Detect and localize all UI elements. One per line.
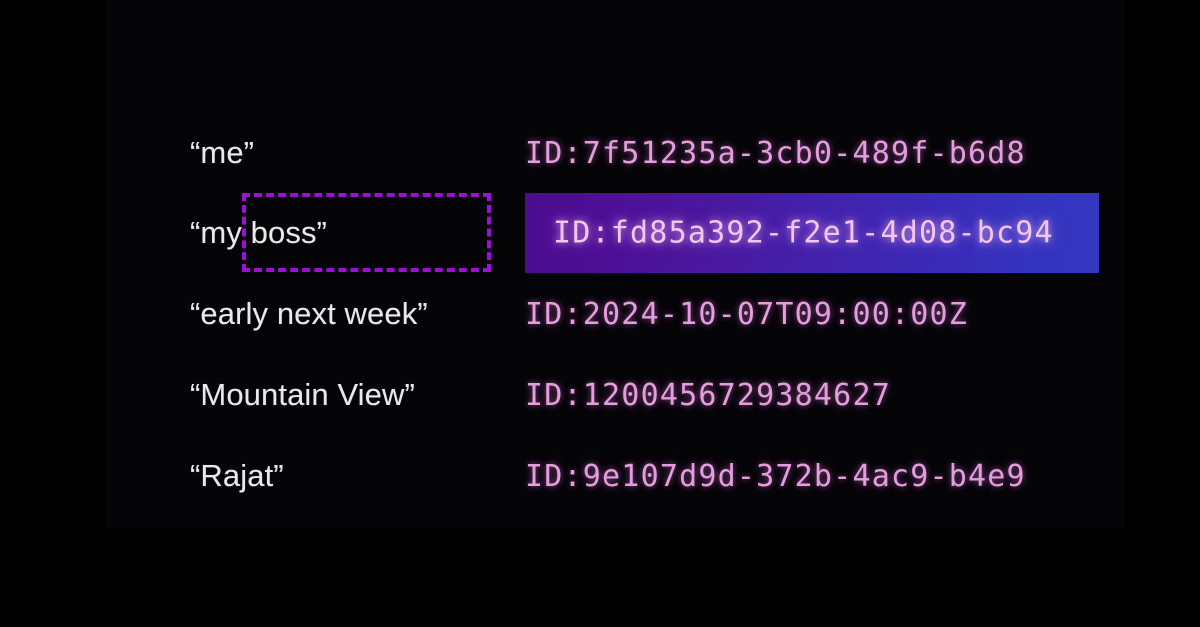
entity-id-highlight-bar: ID:fd85a392-f2e1-4d08-bc94: [525, 193, 1099, 273]
entity-id-cell: ID:2024-10-07T09:00:00Z: [525, 274, 968, 354]
entity-id-cell: ID:7f51235a-3cb0-489f-b6d8: [525, 113, 1026, 193]
entity-row: “early next week” ID:2024-10-07T09:00:00…: [106, 274, 1125, 354]
entity-id-text: ID:9e107d9d-372b-4ac9-b4e9: [525, 458, 1026, 494]
entity-row: “me” ID:7f51235a-3cb0-489f-b6d8: [106, 113, 1125, 193]
entity-phrase: “my boss”: [190, 215, 327, 250]
entity-row: “Rajat” ID:9e107d9d-372b-4ac9-b4e9: [106, 436, 1125, 516]
entity-row-highlighted: “my boss” ID:fd85a392-f2e1-4d08-bc94: [106, 193, 1125, 273]
entity-id-text: ID:2024-10-07T09:00:00Z: [525, 296, 969, 332]
entity-id-cell: ID:9e107d9d-372b-4ac9-b4e9: [525, 436, 1026, 516]
entity-phrase: “Rajat”: [190, 458, 284, 493]
entity-id-text: ID:fd85a392-f2e1-4d08-bc94: [553, 215, 1054, 251]
entity-phrase: “Mountain View”: [190, 377, 415, 412]
entity-id-text: ID:7f51235a-3cb0-489f-b6d8: [525, 135, 1026, 171]
entity-id-cell: ID:1200456729384627: [525, 355, 891, 435]
entity-row: “Mountain View” ID:1200456729384627: [106, 355, 1125, 435]
entity-phrase: “me”: [190, 135, 255, 170]
entity-phrase: “early next week”: [190, 296, 428, 331]
entity-id-text: ID:1200456729384627: [525, 377, 891, 413]
slide-panel: “me” ID:7f51235a-3cb0-489f-b6d8 “my boss…: [106, 0, 1125, 528]
